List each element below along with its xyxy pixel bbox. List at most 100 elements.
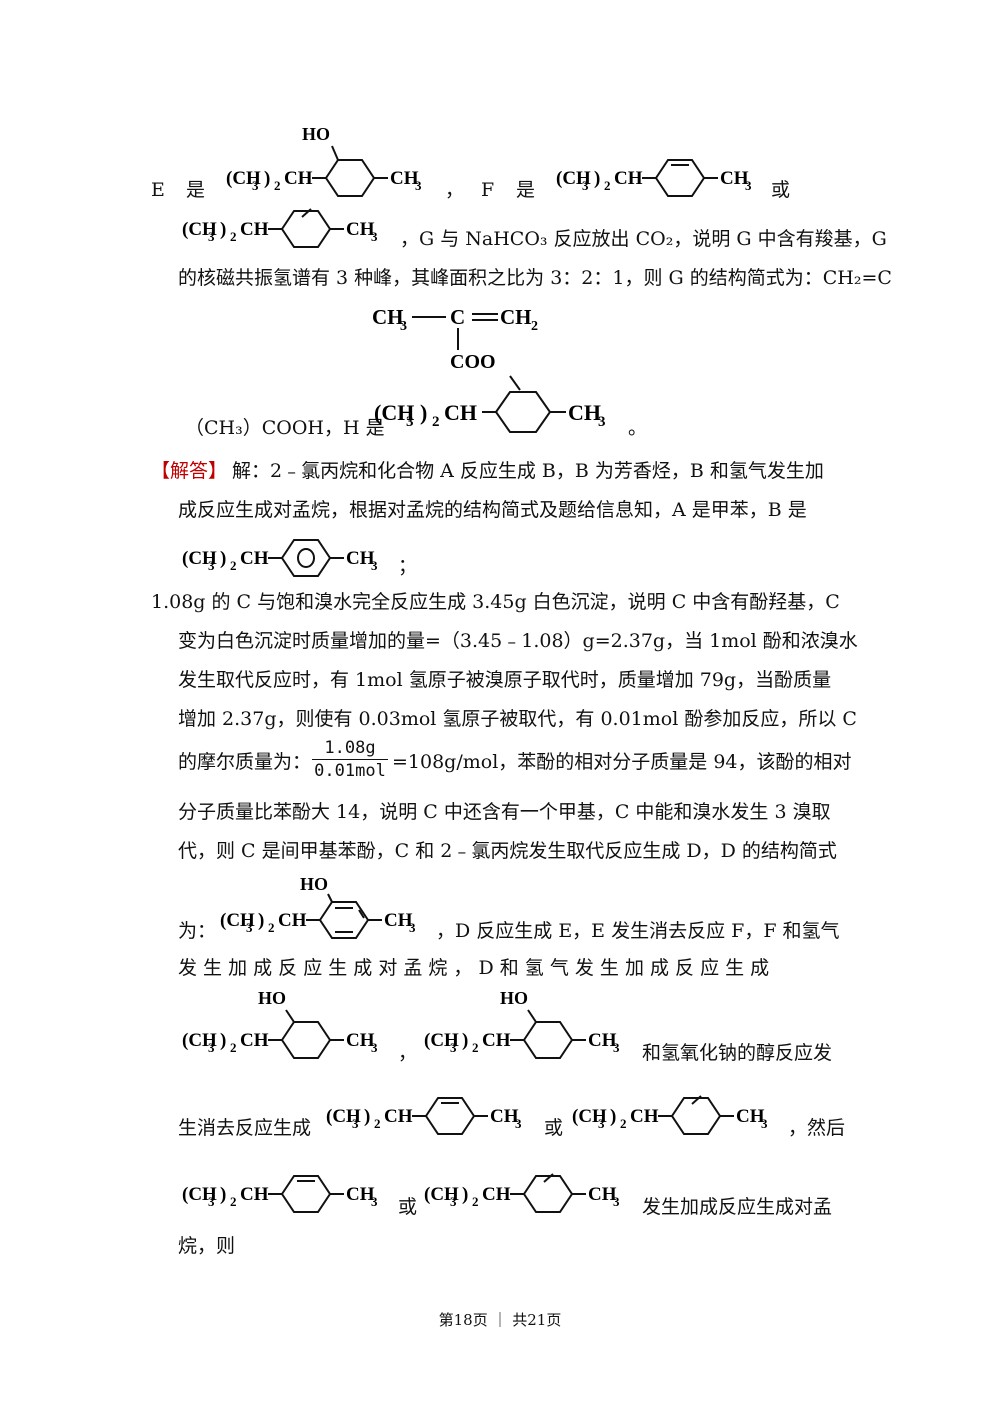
- text-line: ，然后: [788, 1117, 846, 1139]
- molecule-h-structure: (CH 3 ) 2 CH CH 3: [374, 375, 606, 433]
- mol-sub: 3: [246, 920, 253, 935]
- svg-text:): ): [220, 548, 226, 569]
- text-comma: ，: [398, 1042, 418, 1064]
- mol-label: CH: [372, 305, 404, 329]
- mol-label: (CH: [424, 1030, 459, 1051]
- mol-sub: 2: [268, 920, 275, 935]
- text-line: 发 生 加 成 反 应 生 成 对 孟 烷 ， D 和 氢 气 发 生 加 成 …: [178, 957, 770, 979]
- text-line: 的摩尔质量为：: [178, 751, 312, 773]
- mol-sub: 2: [472, 1194, 479, 1209]
- mol-label: (CH: [182, 1030, 217, 1051]
- mol-sub: 3: [409, 920, 416, 935]
- mol-label: CH: [240, 1184, 269, 1205]
- text-line: 分子质量比苯酚大 14，说明 C 中还含有一个甲基，C 中能和溴水发生 3 溴取: [178, 801, 831, 823]
- text-e-label: E: [151, 179, 165, 201]
- mol-label: CH: [444, 400, 477, 425]
- mol-sub: 3: [371, 1040, 378, 1055]
- text-shi: 是: [516, 179, 536, 201]
- text-line: 代，则 C 是间甲基苯酚，C 和 2﹣氯丙烷发生取代反应生成 D，D 的结构简式: [178, 840, 837, 862]
- mol-sub: 3: [582, 178, 589, 193]
- svg-text:): ): [220, 1030, 226, 1051]
- text-line: 和氢氧化钠的醇反应发: [642, 1042, 833, 1064]
- mol-sub: 3: [371, 558, 378, 573]
- mol-label: CH: [720, 168, 749, 189]
- mol-label: (CH: [182, 1184, 217, 1205]
- text-line: 1.08g 的 C 与饱和溴水完全反应生成 3.45g 白色沉淀，说明 C 中含…: [151, 591, 840, 613]
- mol-sub: 2: [432, 414, 440, 430]
- mol-label: HO: [302, 124, 330, 144]
- molecule-ester-fragment: CH 3 C CH 2 COO: [372, 305, 538, 373]
- mol-sub: 3: [352, 1116, 359, 1131]
- mol-label: CH: [346, 1184, 375, 1205]
- svg-text:): ): [220, 219, 226, 240]
- text-line: 发生取代反应时，有 1mol 氢原子被溴原子取代时，质量增加 79g，当酚质量: [178, 669, 832, 691]
- text-line: 变为白色沉淀时质量增加的量=（3.45﹣1.08）g=2.37g，当 1mol …: [178, 630, 858, 652]
- mol-label: CH: [588, 1030, 617, 1051]
- mol-label: CH: [490, 1106, 519, 1127]
- mol-sub: 3: [406, 414, 414, 430]
- svg-text:): ): [258, 910, 264, 931]
- text-shi: 是: [186, 179, 206, 201]
- mol-sub: 3: [371, 1194, 378, 1209]
- mol-sub: 3: [745, 178, 752, 193]
- page-footer: 第18页 ｜ 共21页: [438, 1311, 562, 1329]
- mol-label: CH: [240, 548, 269, 569]
- text-semicolon: ；: [398, 555, 418, 577]
- text-line: 发生加成反应生成对孟: [642, 1196, 833, 1218]
- mol-sub: 3: [598, 1116, 605, 1131]
- mol-sub: 3: [450, 1040, 457, 1055]
- svg-text:): ): [594, 168, 600, 189]
- text-line: 增加 2.37g，则使有 0.03mol 氢原子被取代，有 0.01mol 酚参…: [178, 708, 857, 730]
- mol-sub: 3: [371, 229, 378, 244]
- mol-label: CH: [384, 910, 413, 931]
- mol-label: HO: [300, 874, 328, 894]
- molecule-f4-structure: (CH 3 ) 2 CH CH 3: [424, 1173, 620, 1213]
- mol-label: CH: [568, 400, 601, 425]
- mol-sub: 3: [208, 1040, 215, 1055]
- mol-sub: 2: [604, 178, 611, 193]
- mol-sub: 3: [415, 178, 422, 193]
- molecule-d-structure: HO (CH 3 ) 2 CH CH 3: [220, 874, 416, 939]
- mol-label: CH: [390, 168, 419, 189]
- text-line: 生消去反应生成: [178, 1117, 312, 1139]
- text-comma: ，: [445, 179, 465, 201]
- mol-sub: 3: [252, 178, 259, 193]
- mol-sub: 2: [230, 558, 237, 573]
- text-huo: 或: [398, 1196, 418, 1218]
- svg-text:): ): [364, 1106, 370, 1127]
- mol-sub: 3: [613, 1040, 620, 1055]
- mol-sub: 2: [531, 319, 538, 334]
- mol-label: CH: [284, 168, 313, 189]
- text-line: ，D 反应生成 E，E 发生消去反应 F，F 和氢气: [436, 920, 840, 942]
- molecule-f-alt-structure: (CH 3 ) 2 CH CH 3: [182, 208, 378, 248]
- mol-label: CH: [240, 1030, 269, 1051]
- mol-label: (CH: [326, 1106, 361, 1127]
- molecule-e-structure: HO (CH 3 ) 2 CH CH 3: [226, 124, 422, 197]
- text-line: 的核磁共振氢谱有 3 种峰，其峰面积之比为 3：2：1，则 G 的结构简式为：C…: [178, 267, 892, 289]
- answer-tag: 【解答】: [151, 460, 228, 482]
- text-huo: 或: [771, 179, 791, 201]
- text-line: 解：2﹣氯丙烷和化合物 A 反应生成 B，B 为芳香烃，B 和氢气发生加: [232, 460, 824, 482]
- mol-sub: 2: [374, 1116, 381, 1131]
- mol-label: (CH: [182, 548, 217, 569]
- fraction-denominator: 0.01mol: [314, 761, 386, 781]
- text-huo: 或: [544, 1117, 564, 1139]
- molecule-f2-structure: (CH 3 ) 2 CH CH 3: [572, 1095, 768, 1135]
- mol-label: CH: [588, 1184, 617, 1205]
- mol-sub: 3: [761, 1116, 768, 1131]
- mol-sub: 3: [208, 1194, 215, 1209]
- mol-sub: 3: [613, 1194, 620, 1209]
- molecule-f1-structure: (CH 3 ) 2 CH CH 3: [326, 1097, 522, 1135]
- mol-sub: 3: [515, 1116, 522, 1131]
- mol-label: CH: [736, 1106, 765, 1127]
- mol-label: (CH: [556, 168, 591, 189]
- text-period: 。: [628, 417, 648, 439]
- mol-sub: 2: [620, 1116, 627, 1131]
- svg-text:): ): [462, 1184, 468, 1205]
- text-line: ，G 与 NaHCO₃ 反应放出 CO₂，说明 G 中含有羧基，G: [400, 228, 887, 250]
- mol-sub: 2: [230, 1040, 237, 1055]
- mol-sub: 2: [472, 1040, 479, 1055]
- fraction-numerator: 1.08g: [324, 738, 376, 758]
- mol-label: (CH: [424, 1184, 459, 1205]
- mol-label: C: [450, 305, 465, 329]
